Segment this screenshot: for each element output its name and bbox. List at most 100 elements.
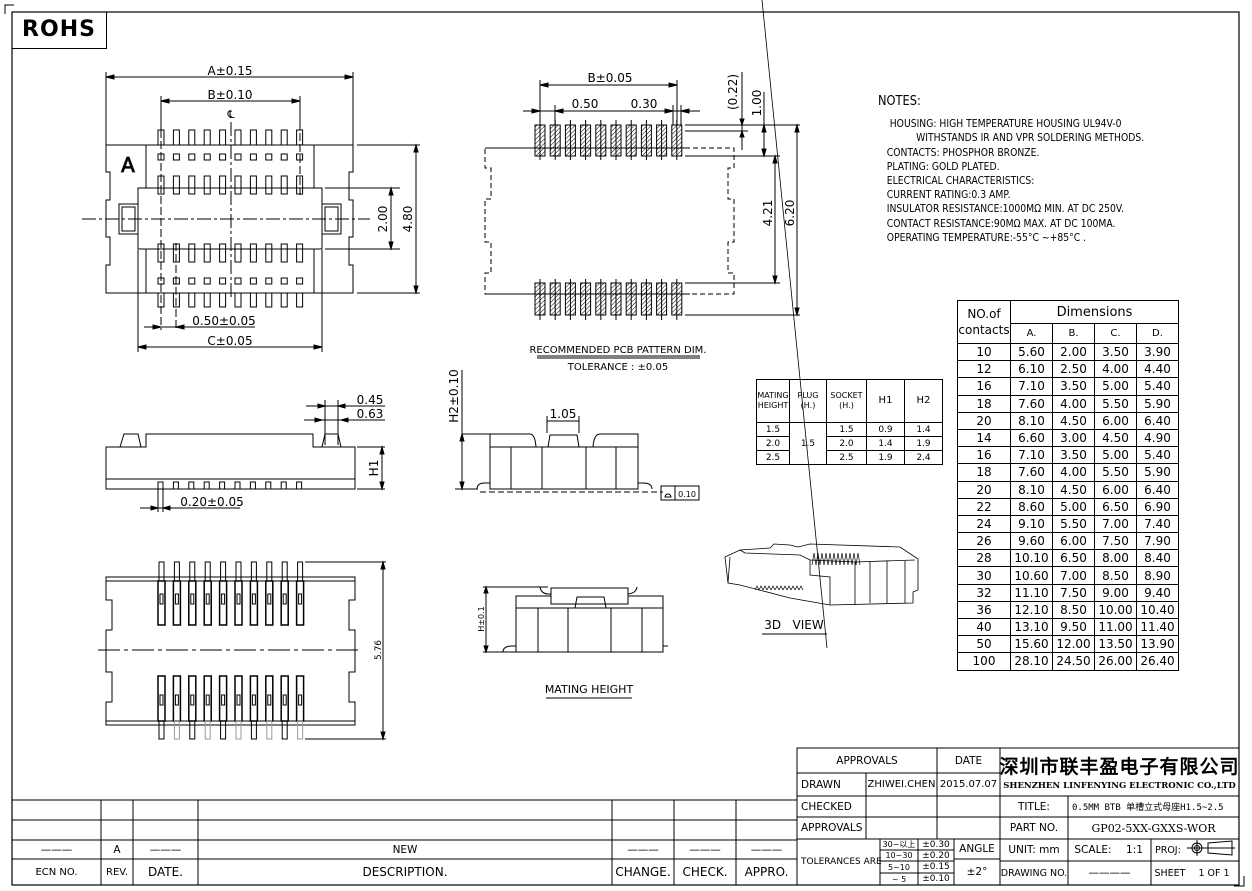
contacts-cell: 28 (957, 549, 1011, 568)
pin-contact (234, 277, 242, 285)
dimension-cell-c: 6.00 (1094, 480, 1137, 499)
contact-slot (221, 694, 226, 706)
iso-tooth (827, 552, 833, 566)
dim-pitch-label: 0.50±0.05 (192, 314, 256, 328)
tolerance-range: ~ 5 (891, 874, 907, 884)
notes-block: NOTES: HOUSING: HIGH TEMPERATURE HOUSING… (878, 94, 1144, 245)
pcb-dim-offset-label: (0.22) (726, 74, 740, 110)
dimension-cell-c: 10.00 (1094, 600, 1137, 620)
dimension-cell-d: 5.90 (1136, 463, 1179, 482)
iso-tooth (815, 552, 821, 566)
iso-tooth (855, 552, 861, 566)
pin-contact (265, 175, 273, 195)
pin-lead (235, 561, 242, 582)
appro-value: ——— (750, 843, 783, 856)
mating-height-table: MATING HEIGHT PLUG (H.) SOCKET (H.) H1 H… (756, 379, 943, 465)
pin-contact (265, 243, 273, 263)
tolerance-range: 30~以上 (882, 840, 916, 849)
angle-label: ANGLE (959, 843, 995, 855)
bottom-dim-576-label: 5.76 (374, 640, 384, 660)
pcb-dim-b-label: B±0.05 (587, 71, 632, 85)
side-pin (219, 481, 226, 490)
side-pin (249, 481, 256, 490)
pin (188, 292, 196, 308)
mating-value: 2.5 (756, 450, 790, 465)
pin (280, 292, 288, 308)
header-col-a: A. (1010, 323, 1053, 344)
dimension-cell-a: 7.10 (1010, 377, 1053, 396)
dimension-cell-a: 6.60 (1010, 428, 1053, 448)
dimension-cell-b: 9.50 (1052, 617, 1095, 637)
tolerance-value: ±0.20 (922, 850, 950, 861)
contact-slot (205, 593, 210, 605)
contacts-cell: 18 (957, 394, 1011, 413)
contact (249, 580, 259, 626)
dimension-cell-b: 7.00 (1052, 566, 1095, 585)
dimension-cell-d: 7.90 (1136, 532, 1179, 551)
contact-slot (221, 593, 226, 605)
front-view (455, 370, 700, 501)
rev-value: A (113, 843, 121, 856)
contact-slot (174, 694, 179, 706)
pin-lead (189, 720, 196, 740)
contact (249, 675, 259, 722)
dimension-cell-a: 15.60 (1010, 635, 1053, 654)
drawn-date: 2015.07.07 (939, 779, 998, 790)
dimension-cell-d: 5.40 (1136, 377, 1179, 396)
description-label: DESCRIPTION. (362, 865, 448, 879)
h1-value: 0.9 (866, 422, 905, 437)
table-row: 2.5 2.5 1.9 2.4 (756, 450, 943, 465)
pin (265, 292, 273, 308)
header-dimensions: Dimensions (1010, 300, 1179, 324)
dimension-cell-c: 8.50 (1094, 566, 1137, 585)
mating-view (483, 585, 668, 699)
dimension-cell-c: 3.50 (1094, 342, 1137, 362)
h1-value: 1.9 (866, 450, 905, 465)
dimension-cell-b: 4.50 (1052, 480, 1095, 499)
corner-mark (4, 4, 14, 14)
side-view (105, 400, 385, 512)
pin-lead (204, 720, 211, 740)
pin (249, 292, 257, 308)
dimension-cell-b: 6.50 (1052, 549, 1095, 568)
pin-lead (250, 561, 257, 582)
pin-contact (219, 153, 227, 161)
iso-tooth (762, 585, 768, 591)
table-row: 2.0 2.0 1.4 1.9 (756, 436, 943, 451)
pcb-pattern-view (484, 72, 800, 359)
iso-view (724, 0, 919, 649)
contact (218, 580, 228, 626)
mating-value: 1.5 (756, 422, 790, 437)
date-label: DATE. (147, 865, 184, 879)
ecn-value: ——— (40, 843, 73, 856)
title-value: 0.5MM BTB 单槽立式母座H1.5~2.5 (1072, 803, 1224, 813)
dimension-cell-d: 8.40 (1136, 549, 1179, 568)
contact (234, 580, 243, 626)
iso-tooth (770, 585, 776, 591)
angle-value: ±2° (966, 866, 988, 878)
pin-lead (158, 561, 165, 582)
side-pin (265, 481, 272, 490)
pin-contact (249, 175, 257, 195)
pin-contact (249, 277, 257, 285)
header-col-b: B. (1052, 323, 1095, 344)
mating-caption: MATING HEIGHT (545, 683, 634, 696)
iso-tooth (786, 585, 792, 591)
pin-contact (280, 175, 288, 195)
marker-a: A (121, 153, 135, 177)
ecn-label: ECN NO. (35, 866, 78, 878)
contact (157, 580, 166, 626)
contact (280, 675, 289, 722)
approvals-label: APPROVALS (801, 822, 863, 834)
pin-lead (266, 720, 273, 740)
header-socket: SOCKET (H.) (826, 379, 867, 423)
iso-tooth (798, 585, 804, 591)
unit-label: UNIT: mm (1008, 844, 1060, 856)
h1-value: 1.4 (866, 436, 905, 451)
dimension-cell-b: 8.50 (1052, 600, 1095, 620)
check-label: CHECK. (682, 865, 728, 879)
pin-contact (296, 277, 304, 285)
top-view (82, 72, 420, 352)
